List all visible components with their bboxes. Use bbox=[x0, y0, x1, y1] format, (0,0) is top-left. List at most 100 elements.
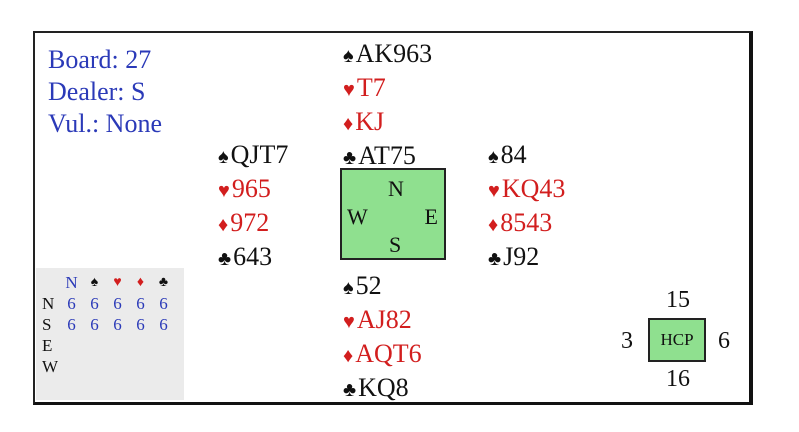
spade-icon: ♠ bbox=[488, 146, 499, 168]
row-player: W bbox=[42, 356, 59, 376]
tricks-cell: 6 bbox=[159, 314, 168, 334]
club-icon: ♣ bbox=[488, 248, 502, 270]
tricks-cell bbox=[60, 356, 83, 377]
heart-icon: ♥ bbox=[218, 180, 230, 202]
diamond-icon: ♦ bbox=[488, 214, 499, 236]
tricks-cell: 6 bbox=[113, 293, 122, 313]
spade-icon: ♠ bbox=[218, 146, 229, 168]
tricks-cell bbox=[106, 335, 129, 356]
west-hearts: ♥965 bbox=[218, 173, 288, 207]
compass-west: W bbox=[347, 204, 368, 229]
diamond-icon: ♦ bbox=[136, 274, 145, 290]
tricks-cell bbox=[83, 356, 106, 377]
west-spades: ♠QJT7 bbox=[218, 139, 288, 173]
row-player: S bbox=[42, 314, 52, 334]
tricks-cell bbox=[83, 335, 106, 356]
table-row: N 6 6 6 6 6 bbox=[42, 293, 175, 314]
north-clubs-cards: AT75 bbox=[358, 141, 416, 170]
board-number: Board: 27 bbox=[48, 45, 152, 74]
tricks-header-row: N ♠ ♥ ♦ ♣ bbox=[42, 272, 175, 293]
tricks-cell: 6 bbox=[159, 293, 168, 313]
south-diamonds: ♦AQT6 bbox=[343, 338, 422, 372]
table-row: S 6 6 6 6 6 bbox=[42, 314, 175, 335]
spade-icon: ♠ bbox=[343, 45, 354, 67]
compass-north: N bbox=[388, 176, 404, 201]
north-hand: ♠AK963 ♥T7 ♦KJ ♣AT75 bbox=[343, 38, 432, 174]
west-clubs-cards: 643 bbox=[233, 242, 273, 271]
east-hearts-cards: KQ43 bbox=[501, 174, 566, 203]
west-diamonds-cards: 972 bbox=[230, 208, 270, 237]
north-clubs: ♣AT75 bbox=[343, 140, 432, 174]
vulnerability: Vul.: None bbox=[48, 109, 162, 138]
west-clubs: ♣643 bbox=[218, 241, 288, 275]
north-hearts: ♥T7 bbox=[343, 72, 432, 106]
hcp-south: 16 bbox=[666, 366, 690, 392]
spade-icon: ♠ bbox=[343, 277, 354, 299]
tricks-cell: 6 bbox=[90, 293, 99, 313]
tricks-cell bbox=[106, 356, 129, 377]
heart-icon: ♥ bbox=[488, 180, 500, 202]
tricks-cell: 6 bbox=[67, 314, 76, 334]
tricks-cell bbox=[129, 356, 152, 377]
heart-icon: ♥ bbox=[113, 274, 122, 290]
club-icon: ♣ bbox=[343, 379, 357, 401]
diamond-icon: ♦ bbox=[343, 113, 354, 135]
west-spades-cards: QJT7 bbox=[230, 140, 289, 169]
east-hearts: ♥KQ43 bbox=[488, 173, 565, 207]
hcp-east: 6 bbox=[718, 328, 730, 354]
tricks-cell: 6 bbox=[113, 314, 122, 334]
south-spades: ♠52 bbox=[343, 270, 422, 304]
tricks-cell bbox=[152, 335, 175, 356]
south-diamonds-cards: AQT6 bbox=[355, 339, 422, 368]
tricks-cell bbox=[152, 356, 175, 377]
tricks-cell bbox=[60, 335, 83, 356]
north-hearts-cards: T7 bbox=[356, 73, 386, 102]
tricks-cell: 6 bbox=[136, 293, 145, 313]
north-spades-cards: AK963 bbox=[355, 39, 433, 68]
diamond-icon: ♦ bbox=[218, 214, 229, 236]
south-hand: ♠52 ♥AJ82 ♦AQT6 ♣KQ8 bbox=[343, 270, 422, 406]
north-spades: ♠AK963 bbox=[343, 38, 432, 72]
club-icon: ♣ bbox=[218, 248, 232, 270]
hcp-north: 15 bbox=[666, 287, 690, 313]
dealer: Dealer: S bbox=[48, 77, 146, 106]
south-clubs-cards: KQ8 bbox=[358, 373, 409, 402]
compass-box: N W E S bbox=[340, 168, 446, 260]
east-diamonds-cards: 8543 bbox=[500, 208, 553, 237]
spade-icon: ♠ bbox=[90, 274, 99, 290]
east-hand: ♠84 ♥KQ43 ♦8543 ♣J92 bbox=[488, 139, 565, 275]
south-hearts-cards: AJ82 bbox=[356, 305, 412, 334]
south-spades-cards: 52 bbox=[355, 271, 382, 300]
club-icon: ♣ bbox=[343, 147, 357, 169]
south-clubs: ♣KQ8 bbox=[343, 372, 422, 406]
west-hand: ♠QJT7 ♥965 ♦972 ♣643 bbox=[218, 139, 288, 275]
south-hearts: ♥AJ82 bbox=[343, 304, 422, 338]
tricks-cell: 6 bbox=[90, 314, 99, 334]
row-player: E bbox=[42, 335, 53, 355]
west-hearts-cards: 965 bbox=[231, 174, 271, 203]
tricks-cell bbox=[129, 335, 152, 356]
board-info: Board: 27 Dealer: S Vul.: None bbox=[48, 44, 162, 140]
hcp-box: HCP bbox=[648, 318, 706, 362]
compass-south: S bbox=[389, 232, 402, 257]
tricks-cell: 6 bbox=[136, 314, 145, 334]
west-diamonds: ♦972 bbox=[218, 207, 288, 241]
tricks-cell: 6 bbox=[67, 293, 76, 313]
hcp-west: 3 bbox=[621, 328, 633, 354]
diamond-icon: ♦ bbox=[343, 345, 354, 367]
notrump-header: N bbox=[65, 272, 78, 292]
heart-icon: ♥ bbox=[343, 311, 355, 333]
north-diamonds-cards: KJ bbox=[355, 107, 385, 136]
club-icon: ♣ bbox=[158, 274, 169, 290]
east-spades-cards: 84 bbox=[500, 140, 527, 169]
east-spades: ♠84 bbox=[488, 139, 565, 173]
heart-icon: ♥ bbox=[343, 79, 355, 101]
table-row: E bbox=[42, 335, 175, 356]
east-clubs-cards: J92 bbox=[503, 242, 540, 271]
north-diamonds: ♦KJ bbox=[343, 106, 432, 140]
double-dummy-tricks-table: N ♠ ♥ ♦ ♣ N 6 6 6 6 6 S 6 6 6 6 6 E bbox=[36, 268, 184, 400]
table-row: W bbox=[42, 356, 175, 377]
east-clubs: ♣J92 bbox=[488, 241, 565, 275]
compass-east: E bbox=[424, 204, 438, 229]
row-player: N bbox=[42, 293, 55, 313]
